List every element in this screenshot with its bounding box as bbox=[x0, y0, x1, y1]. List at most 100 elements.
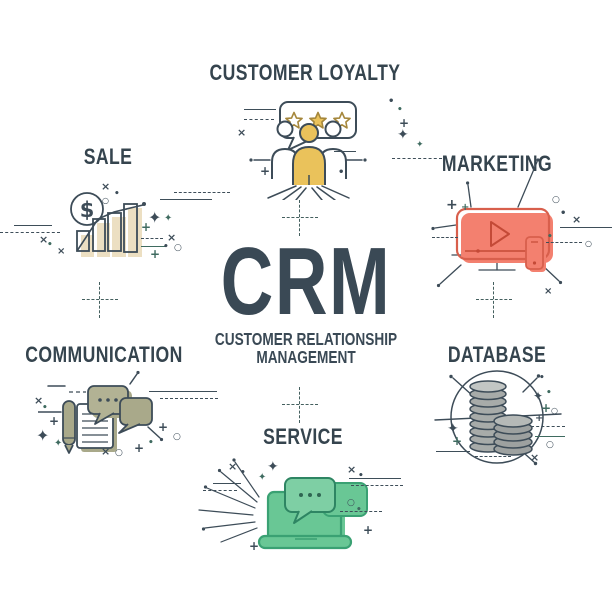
decor-line bbox=[349, 478, 401, 479]
decor-line bbox=[160, 199, 212, 200]
decor-plus-icon: + bbox=[535, 413, 544, 424]
decor-line bbox=[560, 227, 612, 228]
video-player-with-phone-icon bbox=[425, 145, 565, 290]
decor-ring-icon: ○ bbox=[552, 195, 560, 205]
crosshair-icon bbox=[82, 282, 118, 318]
decor-sparkle-icon: ✦ bbox=[164, 213, 173, 224]
decor-line bbox=[141, 246, 166, 247]
decor-line bbox=[14, 225, 52, 226]
decor-ring-icon: ○ bbox=[102, 196, 109, 205]
decor-ring-icon: ○ bbox=[115, 448, 123, 458]
decor-cross-icon: × bbox=[101, 180, 111, 193]
decor-dashed-line bbox=[203, 490, 237, 491]
decor-cross-icon: × bbox=[572, 213, 582, 226]
decor-plus-icon: + bbox=[541, 401, 552, 415]
decor-plus-icon: + bbox=[461, 202, 470, 213]
decor-ring-icon: ○ bbox=[173, 432, 181, 442]
decor-dot-icon: • bbox=[114, 189, 120, 199]
decor-line bbox=[334, 151, 356, 152]
decor-line bbox=[149, 391, 217, 392]
decor-plus-icon: + bbox=[399, 116, 410, 130]
decor-ring-icon: ○ bbox=[551, 406, 558, 415]
section-label-marketing: MARKETING bbox=[441, 151, 553, 176]
decor-dot-icon: • bbox=[163, 242, 169, 252]
decor-plus-icon: + bbox=[452, 434, 463, 448]
decor-dot-icon: • bbox=[560, 208, 567, 219]
page-subtitle-line2: MANAGEMENT bbox=[256, 347, 356, 367]
crosshair-icon bbox=[282, 387, 318, 423]
decor-sparkle-icon: ✦ bbox=[397, 127, 409, 143]
section-label-database: DATABASE bbox=[447, 342, 547, 367]
decor-cross-icon: × bbox=[101, 445, 111, 458]
growth-bar-chart-with-dollar-icon: $ bbox=[40, 186, 170, 260]
crosshair-icon bbox=[476, 282, 512, 318]
chat-bubbles-notepad-pen-icon bbox=[38, 368, 170, 458]
section-label-communication: COMMUNICATION bbox=[25, 342, 183, 367]
section-label-sale: SALE bbox=[83, 144, 133, 169]
decor-dot-icon: • bbox=[397, 105, 403, 115]
decor-cross-icon: × bbox=[228, 460, 238, 473]
decor-dot-icon: • bbox=[47, 240, 53, 250]
customers-with-rating-stars-icon bbox=[228, 88, 388, 200]
page-subtitle-line1: CUSTOMER RELATIONSHIP bbox=[214, 329, 398, 349]
decor-plus-icon: + bbox=[260, 164, 271, 178]
decor-dot-icon: • bbox=[42, 403, 48, 413]
decor-sparkle-icon: ✦ bbox=[416, 140, 424, 150]
decor-line bbox=[244, 109, 276, 110]
decor-cross-icon: × bbox=[57, 246, 66, 257]
decor-dashed-line bbox=[432, 237, 458, 238]
decor-dot-icon: • bbox=[356, 505, 362, 515]
decor-dot-icon: • bbox=[338, 167, 345, 178]
decor-cross-icon: × bbox=[34, 394, 44, 407]
decor-dot-icon: • bbox=[546, 388, 552, 398]
decor-cross-icon: × bbox=[347, 463, 357, 476]
decor-plus-icon: + bbox=[49, 414, 60, 428]
decor-dashed-line bbox=[546, 242, 582, 243]
decor-ring-icon: ○ bbox=[174, 243, 182, 253]
section-label-service: SERVICE bbox=[263, 424, 343, 449]
section-label-customer-loyalty: CUSTOMER LOYALTY bbox=[209, 60, 401, 85]
decor-cross-icon: × bbox=[39, 233, 49, 246]
decor-plus-icon: + bbox=[150, 247, 161, 261]
decor-cross-icon: × bbox=[530, 451, 540, 464]
decor-line bbox=[213, 483, 241, 484]
decor-plus-icon: + bbox=[141, 220, 152, 234]
decor-dashed-line bbox=[475, 456, 511, 457]
decor-dashed-line bbox=[340, 511, 382, 512]
decor-sparkle-icon: ✦ bbox=[447, 421, 459, 437]
decor-ring-icon: ○ bbox=[585, 239, 592, 248]
decor-dashed-line bbox=[160, 398, 218, 399]
decor-cross-icon: × bbox=[544, 286, 553, 297]
decor-line bbox=[436, 451, 470, 452]
decor-sparkle-icon: ✦ bbox=[267, 459, 279, 475]
decor-line bbox=[535, 436, 565, 437]
decor-plus-icon: + bbox=[363, 523, 374, 537]
decor-plus-icon: + bbox=[249, 539, 260, 553]
laptop-with-chat-bubbles-icon bbox=[195, 452, 407, 557]
decor-sparkle-icon: ✦ bbox=[533, 389, 544, 403]
decor-ring-icon: ○ bbox=[347, 498, 355, 508]
decor-plus-icon: + bbox=[134, 441, 145, 455]
coin-stacks-icon bbox=[433, 368, 565, 468]
decor-dot-icon: • bbox=[148, 438, 154, 448]
dollar-sign: $ bbox=[80, 198, 95, 222]
decor-dashed-line bbox=[0, 232, 60, 233]
crosshair-icon bbox=[282, 200, 318, 236]
decor-dot-icon: • bbox=[539, 373, 545, 383]
decor-plus-icon: + bbox=[446, 197, 458, 213]
page-title: CRM bbox=[220, 228, 392, 335]
decor-dashed-line bbox=[531, 426, 565, 427]
decor-dot-icon: • bbox=[388, 96, 395, 107]
decor-dot-icon: • bbox=[240, 468, 246, 478]
decor-dot-icon: • bbox=[358, 471, 364, 481]
decor-sparkle-icon: ✦ bbox=[36, 426, 50, 445]
decor-ring-icon: ○ bbox=[546, 440, 554, 450]
decor-sparkle-icon: ✦ bbox=[148, 208, 162, 227]
decor-dashed-line bbox=[141, 238, 163, 239]
decor-cross-icon: × bbox=[167, 231, 177, 244]
decor-cross-icon: × bbox=[237, 126, 247, 139]
decor-dashed-line bbox=[392, 158, 442, 159]
decor-dashed-line bbox=[351, 485, 403, 486]
decor-dashed-line bbox=[244, 119, 274, 120]
